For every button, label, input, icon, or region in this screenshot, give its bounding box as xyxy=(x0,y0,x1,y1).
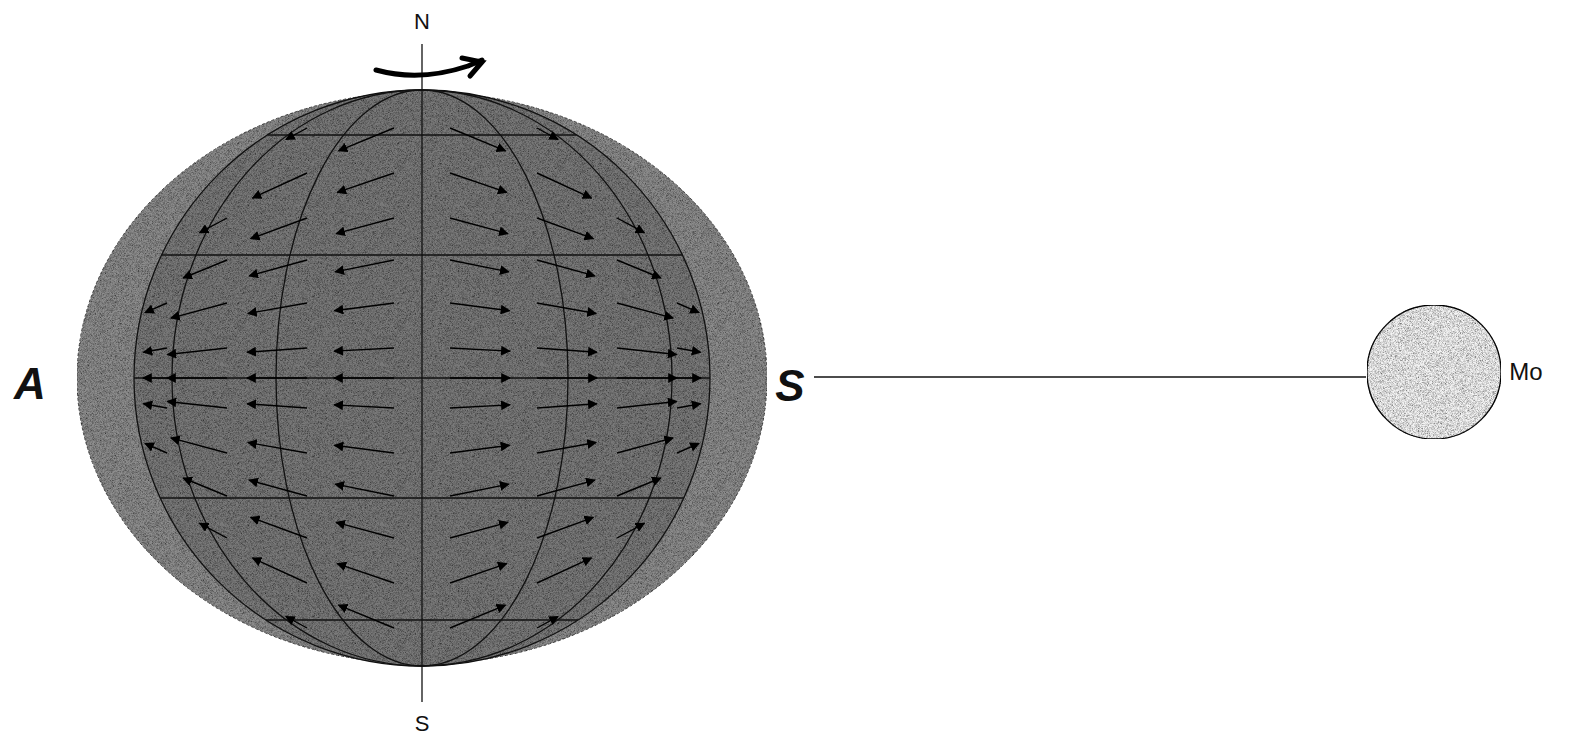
force-arrow xyxy=(252,173,307,198)
force-arrow xyxy=(337,564,394,583)
force-arrow xyxy=(537,173,592,198)
force-arrow xyxy=(200,218,227,233)
force-arrow xyxy=(252,558,307,583)
force-arrow xyxy=(537,517,593,538)
force-arrow xyxy=(537,218,593,239)
force-arrow xyxy=(617,523,644,538)
pole-label: N xyxy=(414,11,430,33)
force-arrow xyxy=(537,128,558,139)
force-arrow xyxy=(248,443,307,453)
bulge-label: A xyxy=(14,362,46,406)
force-arrow xyxy=(677,404,701,408)
force-arrow xyxy=(247,377,307,378)
force-arrow xyxy=(335,260,394,272)
tidal-force-arrows xyxy=(143,128,701,628)
force-arrow xyxy=(286,128,307,139)
force-arrow xyxy=(450,128,505,151)
force-arrow xyxy=(537,377,597,378)
earth-moon-line xyxy=(814,376,1366,377)
force-arrow xyxy=(537,348,597,352)
force-arrow xyxy=(450,377,510,378)
force-arrow xyxy=(677,443,699,453)
force-arrow xyxy=(183,478,227,496)
force-arrow xyxy=(450,218,508,234)
force-arrow xyxy=(450,173,507,192)
force-arrow xyxy=(450,484,509,496)
force-arrow xyxy=(450,605,505,628)
force-arrow xyxy=(537,617,558,628)
force-arrow xyxy=(249,480,307,496)
force-arrow xyxy=(450,405,510,408)
force-arrow xyxy=(339,128,394,151)
force-arrow xyxy=(334,303,394,311)
force-arrow xyxy=(450,564,507,583)
force-arrow xyxy=(450,260,509,272)
force-arrow xyxy=(336,522,394,538)
force-arrow xyxy=(617,401,677,408)
force-arrow xyxy=(286,617,307,628)
force-arrow xyxy=(248,303,307,313)
force-arrow xyxy=(143,377,167,378)
force-arrow xyxy=(617,218,644,233)
force-arrow xyxy=(677,303,699,313)
force-arrow xyxy=(336,218,394,234)
force-arrow xyxy=(617,348,677,355)
force-arrow xyxy=(335,484,394,496)
force-arrow xyxy=(337,173,394,192)
force-arrow xyxy=(450,303,510,311)
force-arrow xyxy=(171,438,227,453)
force-arrow xyxy=(537,480,595,496)
force-arrow xyxy=(167,377,227,378)
force-arrow xyxy=(334,445,394,453)
force-arrow xyxy=(537,443,596,453)
force-arrow xyxy=(677,348,701,352)
force-arrow xyxy=(339,605,394,628)
force-arrow xyxy=(247,404,307,408)
force-arrow xyxy=(537,303,596,313)
moon xyxy=(1367,305,1501,439)
force-arrow xyxy=(143,404,167,408)
axis-tick xyxy=(421,44,422,90)
force-arrow xyxy=(334,405,394,408)
force-arrow xyxy=(450,445,510,453)
force-arrow xyxy=(450,348,510,351)
bulge-label: S xyxy=(775,364,804,408)
force-arrow xyxy=(145,443,167,453)
force-arrow xyxy=(537,260,595,276)
earth-sphere xyxy=(134,90,710,666)
force-arrow xyxy=(617,377,677,378)
force-arrow xyxy=(450,522,508,538)
force-arrow xyxy=(617,438,673,453)
force-arrow xyxy=(171,303,227,318)
graticule xyxy=(134,90,710,666)
force-arrow xyxy=(143,348,167,352)
force-arrow xyxy=(145,303,167,313)
force-arrow xyxy=(249,260,307,276)
force-arrow xyxy=(167,401,227,408)
force-arrow xyxy=(617,260,661,278)
force-arrow xyxy=(251,517,307,538)
force-arrow xyxy=(200,523,227,538)
force-arrow xyxy=(617,303,673,318)
rotation-mark xyxy=(376,58,482,76)
force-arrow xyxy=(183,260,227,278)
moon-label: Mo xyxy=(1509,360,1542,384)
force-arrow xyxy=(334,377,394,378)
axis-tick xyxy=(421,666,422,702)
pole-label: S xyxy=(415,713,430,735)
force-arrow xyxy=(537,558,592,583)
force-arrow xyxy=(334,348,394,351)
force-arrow xyxy=(537,404,597,408)
force-arrow xyxy=(251,218,307,239)
force-arrow xyxy=(677,377,701,378)
force-arrow xyxy=(167,348,227,355)
force-arrow xyxy=(617,478,661,496)
force-arrow xyxy=(247,348,307,352)
